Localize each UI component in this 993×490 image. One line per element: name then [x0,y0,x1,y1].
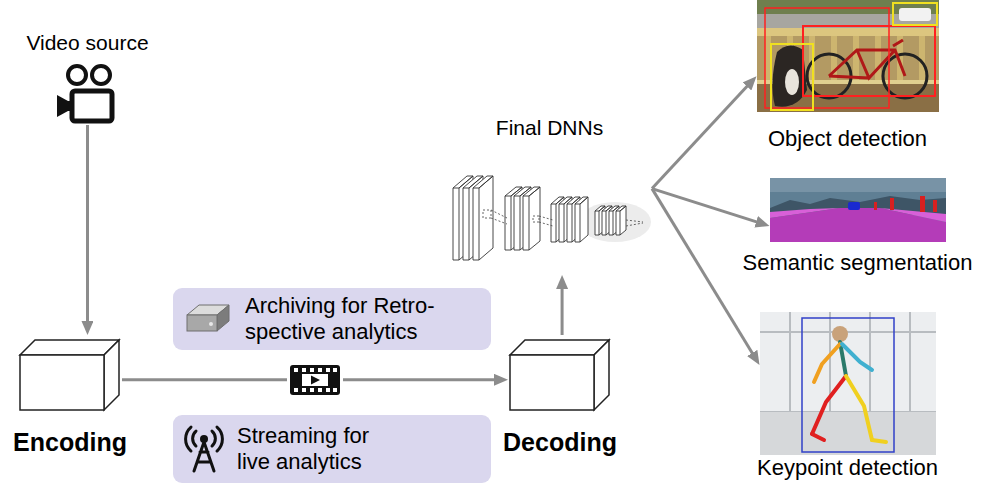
node-label: Video source [26,30,148,55]
band-text: Archiving for Retro- spective analytics [245,293,475,345]
segmentation-output: Semantic segmentation [725,178,990,276]
flow-arrow [652,81,752,188]
node-label: Encoding [13,427,127,457]
segmentation-photo [770,178,946,242]
detection-output: Object detection [755,0,940,152]
detection-photo [757,0,939,112]
video-source: Video source [23,30,151,125]
decoder-block [508,335,612,415]
archive-band: Archiving for Retro- spective analytics [173,288,491,350]
node-label: Keypoint detection [757,455,938,481]
node-label: Object detection [768,126,927,152]
flow-arrow [652,189,756,359]
band-text: Streaming for live analytics [237,423,397,475]
stream-band: Streaming for live analytics [173,415,491,483]
decoder-box: Decoding [500,335,620,457]
node-label: Final DNNs [496,115,603,140]
flow-arrow [86,125,89,328]
node-label: Semantic segmentation [743,250,973,276]
disk-icon [183,299,233,339]
antenna-icon [183,424,225,474]
encoder-box: Encoding [10,335,130,457]
keypoint-photo [760,312,936,455]
camera-icon [25,55,150,125]
keypoint-output: Keypoint detection [754,312,941,481]
flow-arrow [561,282,564,335]
node-label: Decoding [503,427,617,457]
neural-network-illustration [447,140,652,275]
dnn-stack: Final DNNs [447,115,652,275]
encoder-block [18,335,122,415]
video-file-icon [287,362,343,398]
